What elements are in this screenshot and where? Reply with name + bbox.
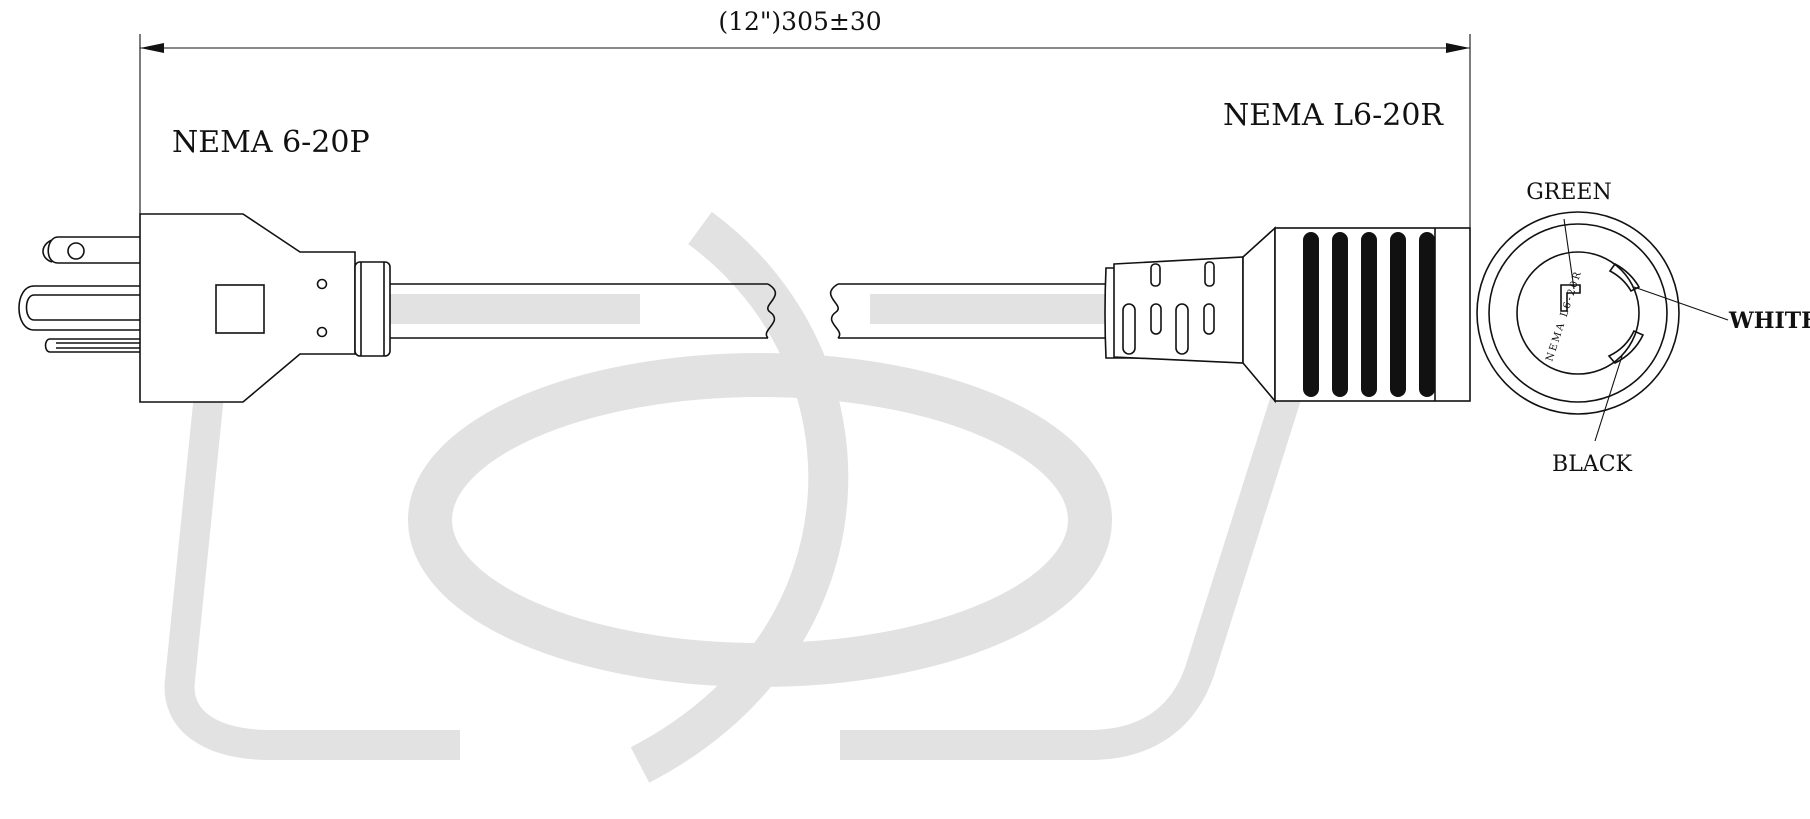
plug-6-20p	[18, 213, 391, 403]
dimension-line	[139, 34, 1471, 228]
plug-face-square	[215, 284, 265, 334]
face-socket	[1516, 251, 1640, 375]
cable-segment-right	[830, 283, 1106, 339]
right-connector-label: NEMA L6-20R	[1223, 98, 1444, 133]
receptacle-l6-20r	[1104, 226, 1471, 404]
face-inner-ring	[1488, 223, 1668, 403]
blade-hole	[67, 242, 85, 260]
terminal-label-green: GREEN	[1526, 180, 1612, 205]
cable-segment-left	[390, 283, 776, 339]
left-connector-label: NEMA 6-20P	[172, 125, 370, 160]
face-outer-ring	[1476, 211, 1680, 415]
terminal-label-black: BLACK	[1552, 452, 1632, 477]
dimension-label: (12")305±30	[718, 7, 881, 36]
black-slot	[1607, 329, 1645, 364]
terminal-label-white: WHITE	[1728, 308, 1810, 334]
white-slot	[1608, 262, 1641, 293]
receptacle-face-view: NEMA L6-20R	[1476, 211, 1729, 442]
green-slot	[1560, 284, 1581, 312]
face-imprint: NEMA L6-20R	[1544, 269, 1584, 363]
